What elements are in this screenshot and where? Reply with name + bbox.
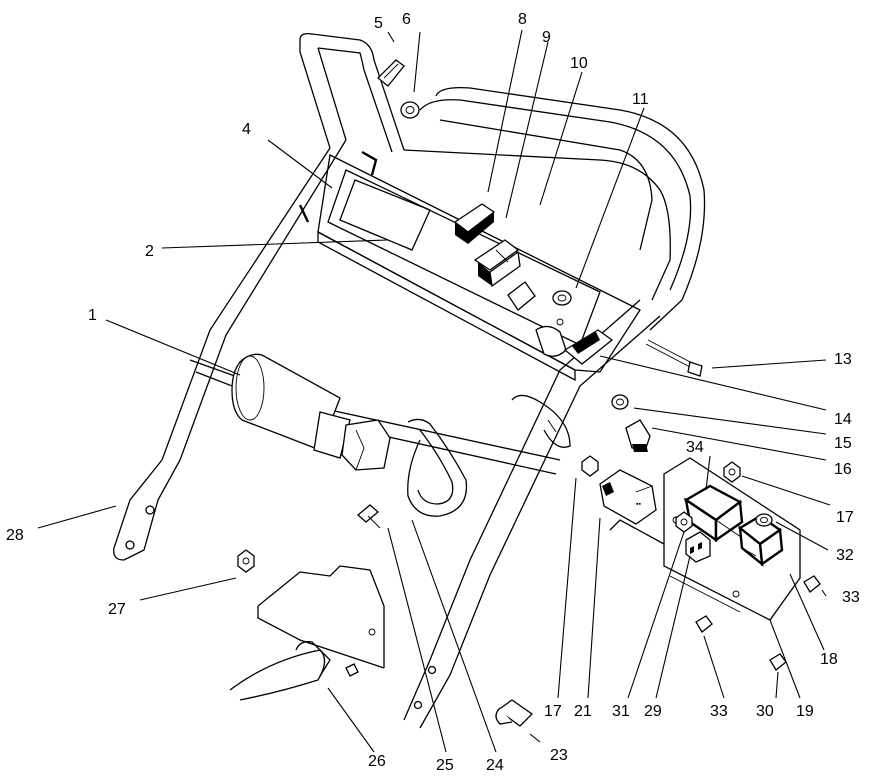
callout-30: 30 <box>756 703 774 720</box>
callout-16: 16 <box>834 461 852 478</box>
callout-19: 19 <box>796 703 814 720</box>
handle-frame <box>113 32 706 729</box>
tube-clamp <box>511 394 571 448</box>
callout-29: 29 <box>644 703 662 720</box>
callout-17-left: 17 <box>544 703 562 720</box>
panel-part-10 <box>439 119 653 251</box>
part-5-plug <box>377 59 405 87</box>
callout-26: 26 <box>368 753 386 770</box>
lower-bracket <box>229 565 385 701</box>
callout-25: 25 <box>436 757 454 774</box>
callout-23: 23 <box>550 747 568 764</box>
nut-part-17-right <box>723 461 741 483</box>
callout-labels: 1 2 4 5 6 8 9 10 11 13 14 15 16 17 17 18… <box>6 11 860 774</box>
callout-21: 21 <box>574 703 592 720</box>
callout-14: 14 <box>834 411 852 428</box>
bolt-part-13 <box>645 339 703 377</box>
mounting-plate-part-19 <box>609 457 801 621</box>
callout-1: 1 <box>88 307 97 324</box>
callout-9: 9 <box>542 29 551 46</box>
callout-8: 8 <box>518 11 527 28</box>
cylinder-part-1 <box>231 353 391 471</box>
solenoid-part-34 <box>683 484 784 567</box>
callout-18: 18 <box>820 651 838 668</box>
callout-31: 31 <box>612 703 630 720</box>
callout-33-bottom: 33 <box>710 703 728 720</box>
nut-part-17-left <box>581 455 599 477</box>
screw-part-33-upper <box>803 575 821 593</box>
callout-10: 10 <box>570 55 588 72</box>
connector-part-16 <box>625 419 651 452</box>
clamp-part-24 <box>407 418 468 517</box>
washer-part-32 <box>755 513 773 527</box>
throttle-knob <box>507 281 614 365</box>
callout-2: 2 <box>145 243 154 260</box>
callout-6: 6 <box>402 11 411 28</box>
callout-33-right: 33 <box>842 589 860 606</box>
callout-5: 5 <box>374 15 383 32</box>
screw-part-33-lower <box>695 615 713 633</box>
nut-part-27 <box>237 549 255 573</box>
callout-13: 13 <box>834 351 852 368</box>
callout-27: 27 <box>108 601 126 618</box>
callout-34: 34 <box>686 439 704 456</box>
leader-lines <box>37 29 831 753</box>
callout-28: 28 <box>6 527 24 544</box>
callout-4: 4 <box>242 121 251 138</box>
connector-part-29 <box>685 531 711 563</box>
callout-17-right: 17 <box>836 509 854 526</box>
callout-15: 15 <box>834 435 852 452</box>
rocker-switch <box>453 203 496 244</box>
bolt-part-25 <box>356 504 381 529</box>
callout-24: 24 <box>486 757 504 774</box>
switch-9 <box>473 239 521 288</box>
callout-32: 32 <box>836 547 854 564</box>
washer-part-15 <box>611 394 629 410</box>
nut-part-31 <box>675 511 693 533</box>
bolt-part-23 <box>495 699 534 727</box>
callout-11: 11 <box>632 91 649 108</box>
svg-text:▪▪: ▪▪ <box>636 501 641 508</box>
part-6-grommet <box>400 101 420 119</box>
